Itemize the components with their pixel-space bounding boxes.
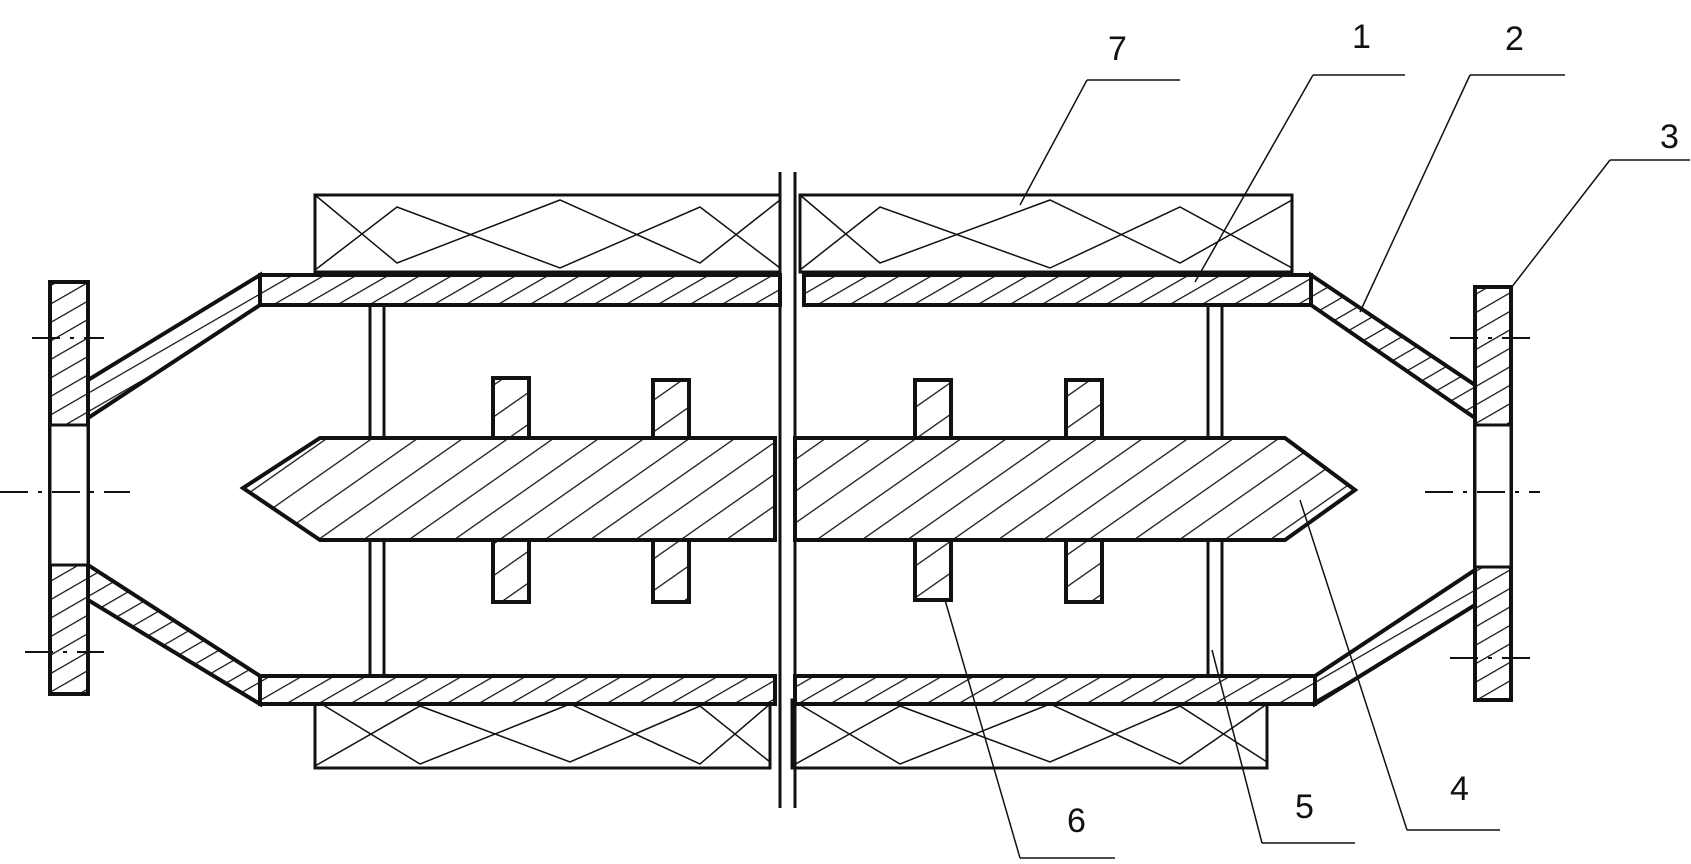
callout-label-6: 6 [1067,802,1086,840]
center-lines [0,337,1540,659]
central-shaft [239,436,1359,542]
callout-label-2: 2 [1505,20,1524,58]
callout-label-4: 4 [1450,770,1469,808]
leader-lines [944,74,1690,859]
flange-left [48,280,90,696]
shaft-fins [491,376,1104,604]
callout-label-3: 3 [1660,118,1679,156]
flange-right [1473,285,1513,702]
callout-label-5: 5 [1295,788,1314,826]
break-lines [778,172,797,808]
callouts: 7 1 2 3 4 5 6 [1067,18,1679,840]
callout-label-1: 1 [1352,18,1371,56]
outer-jacket-bottom [313,698,1269,770]
outer-jacket-top [313,193,1294,274]
tube-wall-bottom [258,674,1317,706]
cone-transition-left [86,271,262,708]
tube-wall-top [258,273,1313,307]
callout-label-7: 7 [1108,30,1127,68]
